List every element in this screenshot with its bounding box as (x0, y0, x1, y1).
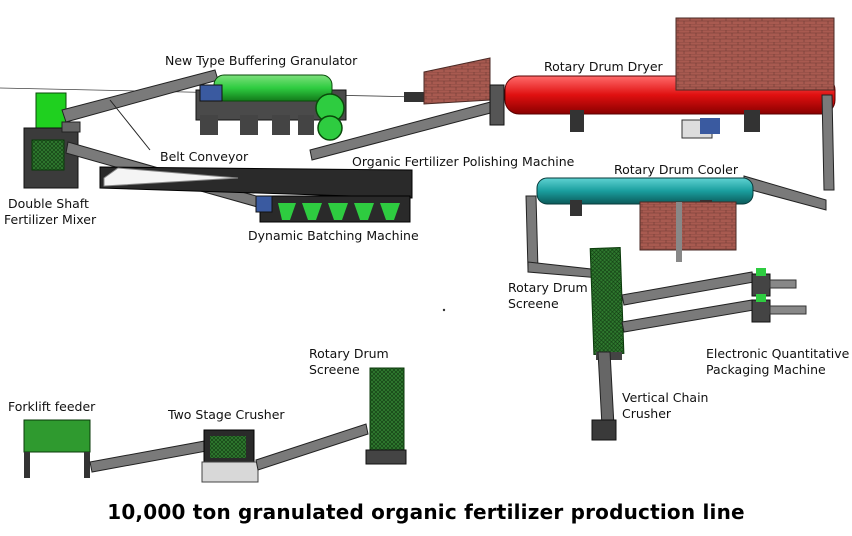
diagram-caption: 10,000 ton granulated organic fertilizer… (107, 500, 745, 524)
label-screen-left-line1: Rotary Drum (309, 346, 389, 361)
packaging-conveyors (621, 271, 755, 333)
label-packaging-line2: Packaging Machine (706, 362, 826, 377)
buffering-granulator (195, 74, 347, 141)
rotary-drum-screen-left (365, 367, 407, 465)
brick-building-top (675, 17, 835, 91)
rotary-drum-screen-right (589, 246, 625, 360)
vertical-chain-crusher (591, 351, 617, 441)
label-mixer-line1: Double Shaft (8, 196, 89, 211)
label-granulator: New Type Buffering Granulator (165, 53, 358, 68)
label-batching: Dynamic Batching Machine (248, 228, 419, 243)
right-side-conveyors (743, 94, 835, 211)
small-marker (442, 308, 446, 312)
label-dryer: Rotary Drum Dryer (544, 59, 663, 74)
label-vertical-line1: Vertical Chain (622, 390, 709, 405)
label-screen-right-line2: Screene (508, 296, 559, 311)
dryer-furnace (423, 57, 505, 126)
packaging-machines (751, 268, 807, 323)
cooler-to-screen-conveyor (525, 195, 601, 279)
label-two-stage: Two Stage Crusher (168, 407, 285, 422)
label-packaging-line1: Electronic Quantitative (706, 346, 850, 361)
label-forklift: Forklift feeder (8, 399, 96, 414)
label-screen-left-line2: Screene (309, 362, 360, 377)
brick-building-mid (639, 201, 737, 262)
two-stage-crusher (201, 423, 369, 483)
label-mixer-line2: Fertilizer Mixer (4, 212, 97, 227)
label-polishing: Organic Fertilizer Polishing Machine (352, 154, 575, 169)
label-belt-conveyor: Belt Conveyor (160, 149, 249, 164)
dynamic-batching-machine (99, 166, 413, 223)
double-shaft-mixer (23, 92, 81, 189)
label-vertical-line2: Crusher (622, 406, 672, 421)
forklift-feeder (23, 419, 213, 478)
label-screen-right-line1: Rotary Drum (508, 280, 588, 295)
label-cooler: Rotary Drum Cooler (614, 162, 739, 177)
